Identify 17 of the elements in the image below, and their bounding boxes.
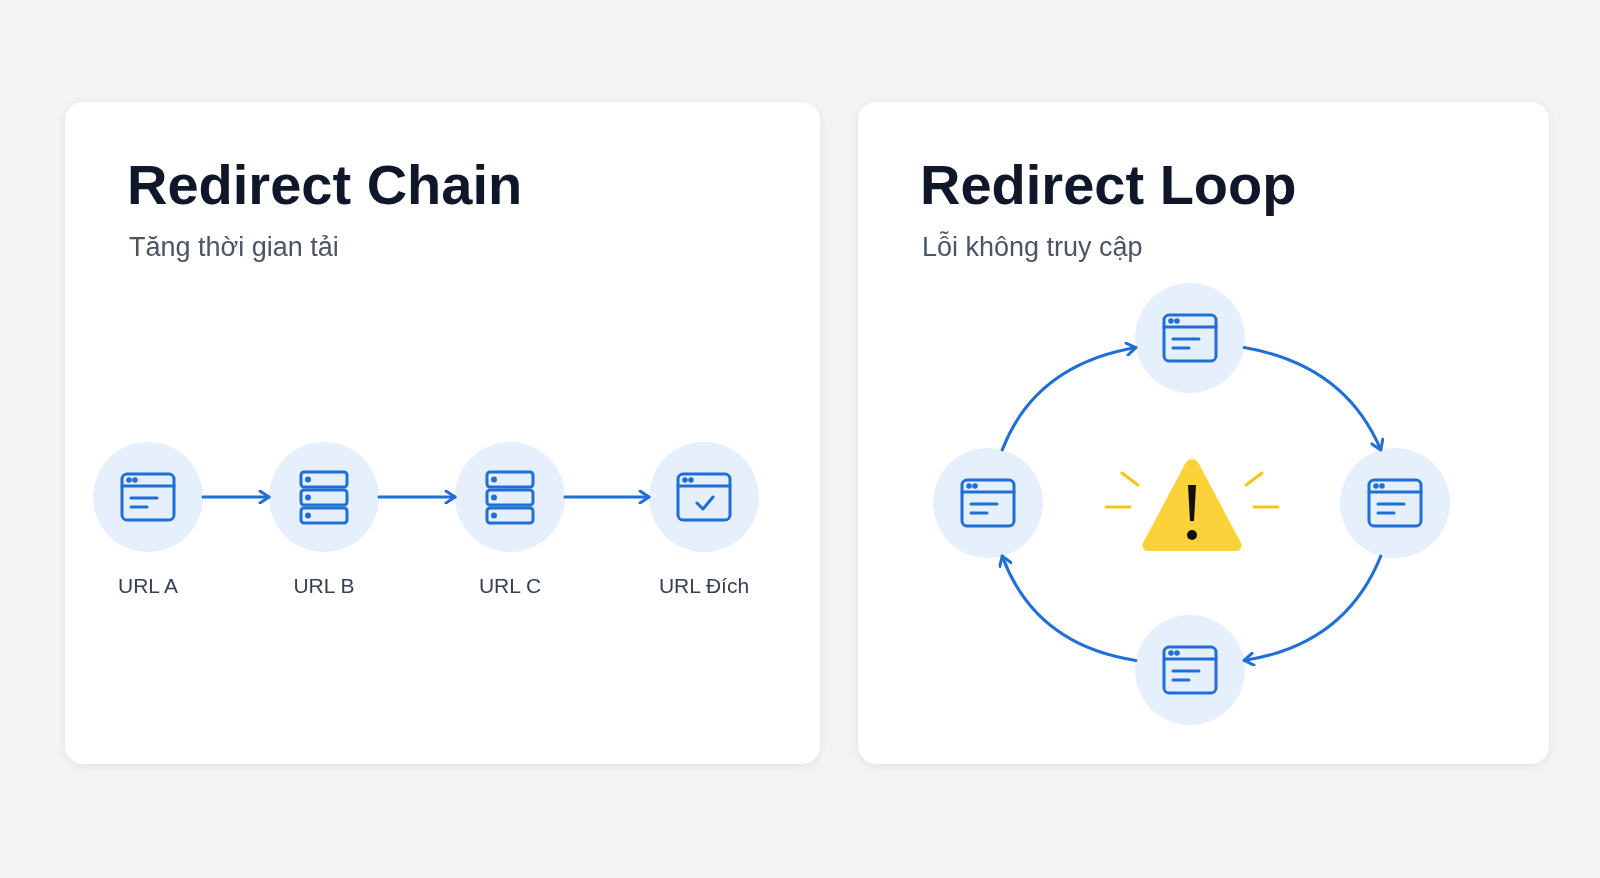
card-title: Redirect Loop	[920, 152, 1297, 217]
node-label: URL C	[478, 574, 542, 598]
arrow	[1000, 342, 1138, 452]
card-title: Redirect Chain	[127, 152, 523, 217]
arrow	[563, 489, 651, 505]
node-label: URL Đích	[658, 574, 750, 598]
arrow	[1242, 346, 1384, 452]
arrow	[998, 554, 1138, 662]
card-subtitle: Tăng thời gian tải	[129, 232, 339, 263]
arrow	[1242, 554, 1383, 667]
arrow	[377, 489, 457, 505]
node-label: URL A	[118, 574, 178, 598]
card-panel	[65, 102, 820, 764]
card-panel	[858, 102, 1549, 764]
arrow	[201, 489, 271, 505]
card-subtitle: Lỗi không truy cập	[922, 232, 1143, 263]
node-label: URL B	[293, 574, 355, 598]
